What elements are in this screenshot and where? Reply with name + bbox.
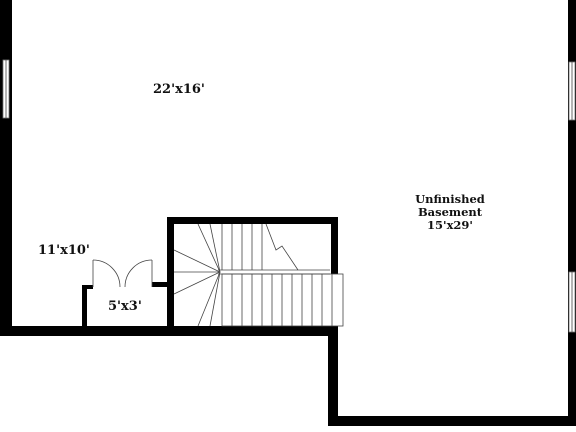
stair-wall-top bbox=[167, 217, 338, 224]
basement-name-line2: Basement bbox=[417, 205, 483, 220]
stair-wall-right bbox=[331, 217, 338, 274]
basement-name-line1: Unfinished bbox=[415, 192, 485, 206]
wall-bottom-left bbox=[0, 326, 338, 336]
wall-left bbox=[0, 0, 12, 336]
room-label-side: 11'x10' bbox=[38, 243, 90, 258]
room-label-basement: Unfinished Basement 15'x29' bbox=[402, 192, 498, 233]
room-label-main: 22'x16' bbox=[153, 82, 205, 97]
closet-wall-left bbox=[82, 285, 87, 329]
wall-step-down bbox=[328, 326, 338, 426]
wall-right bbox=[568, 0, 576, 426]
basement-dimensions: 15'x29' bbox=[427, 218, 473, 233]
stair-wall-left bbox=[167, 217, 174, 329]
closet-wall-stub bbox=[82, 285, 93, 289]
room-label-closet: 5'x3' bbox=[108, 299, 142, 314]
closet-wall-right-stub bbox=[152, 282, 167, 287]
wall-bottom-right bbox=[328, 416, 576, 426]
closet-doors bbox=[92, 259, 153, 288]
staircase bbox=[173, 223, 344, 327]
